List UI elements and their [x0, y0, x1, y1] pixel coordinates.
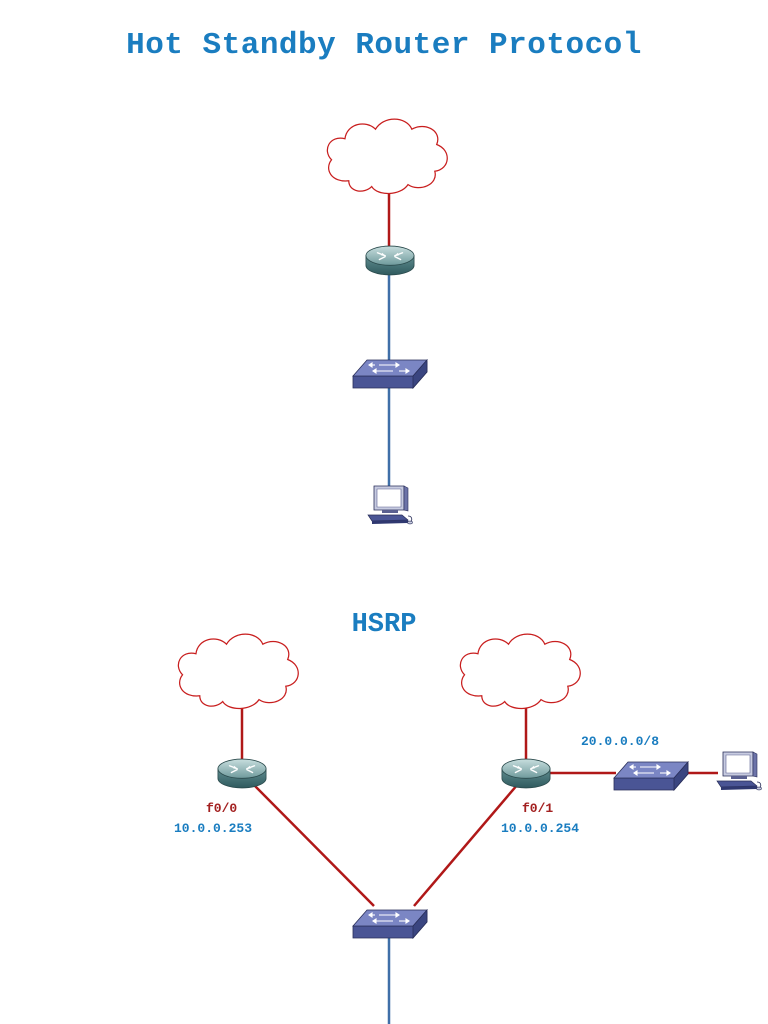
- pc-right-icon: [716, 751, 762, 791]
- subnet-label: 20.0.0.0/8: [581, 734, 660, 749]
- router-right-interface-label: f0/1: [522, 801, 554, 816]
- cloud-right-icon: [459, 633, 581, 710]
- switch-icon: [352, 359, 428, 389]
- section-title: HSRP: [351, 610, 417, 640]
- top-diagram: [326, 118, 448, 525]
- cloud-left-icon: [177, 633, 299, 710]
- switch-center-icon: [352, 909, 428, 939]
- router-left-ip-label: 10.0.0.253: [174, 821, 253, 836]
- router-left-interface-label: f0/0: [206, 801, 238, 816]
- router-right-ip-label: 10.0.0.254: [501, 821, 580, 836]
- link-router-left-switch: [252, 783, 375, 907]
- link-router-right-switch: [413, 783, 519, 907]
- switch-right-icon: [613, 761, 689, 791]
- hsrp-diagram: [177, 633, 762, 1024]
- cloud-icon: [326, 118, 448, 195]
- page-title: Hot Standby Router Protocol: [126, 28, 642, 63]
- router-right-icon: [501, 758, 551, 789]
- router-icon: [365, 245, 415, 276]
- pc-icon: [367, 485, 413, 525]
- router-left-icon: [217, 758, 267, 789]
